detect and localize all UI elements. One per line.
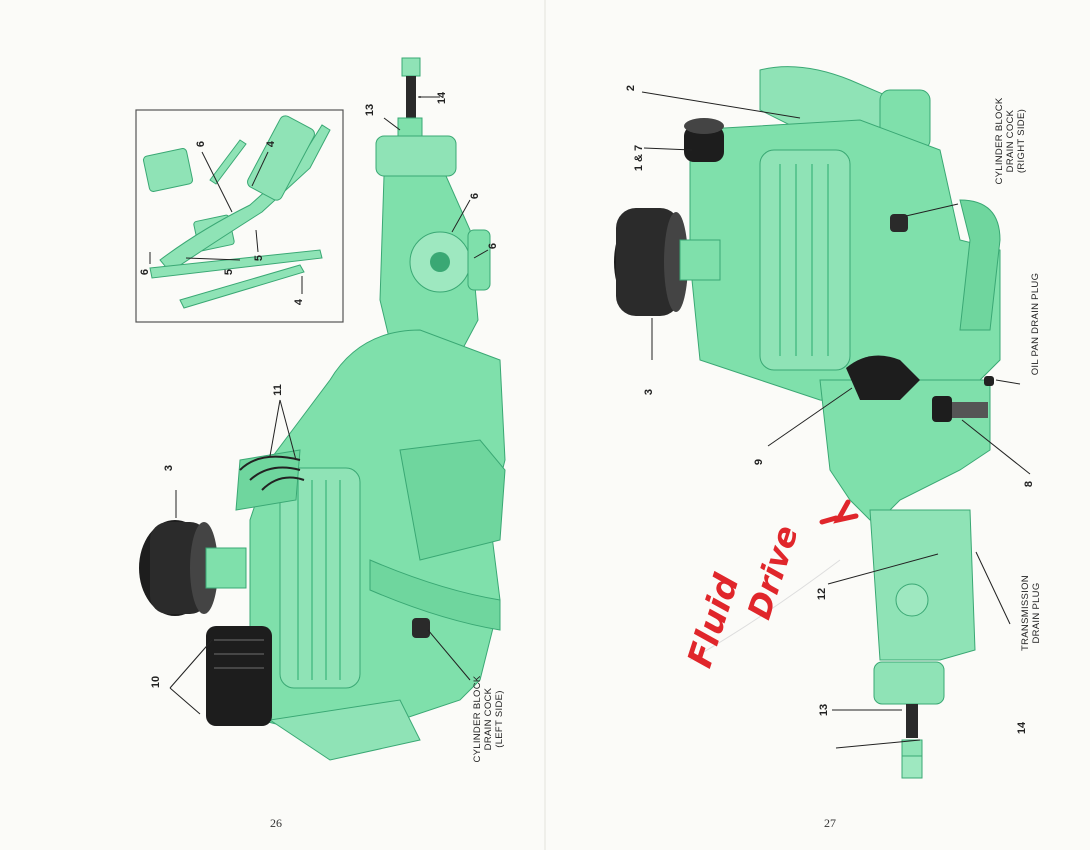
callout-11: 11 xyxy=(271,384,284,396)
transmission-drain-label: TRANSMISSION DRAIN PLUG xyxy=(1020,568,1042,658)
drain-cock-left-line2: DRAIN COCK xyxy=(483,687,494,751)
oil-pan-drain-label: OIL PAN DRAIN PLUG xyxy=(1030,264,1041,384)
callout-5-inset-b: 5 xyxy=(223,268,236,276)
callout-9: 9 xyxy=(753,458,766,466)
right-starter-parts xyxy=(846,355,994,422)
callout-3-left: 3 xyxy=(163,464,176,472)
right-engine-block xyxy=(689,119,1001,411)
callout-8: 8 xyxy=(1023,480,1036,488)
callout-14-right: 14 xyxy=(1016,721,1029,735)
callout-6-inset-b: 6 xyxy=(139,268,152,276)
drain-cock-left-label: CYLINDER BLOCK DRAIN COCK (LEFT SIDE) xyxy=(472,664,505,774)
callout-4-inset-a: 4 xyxy=(265,140,278,148)
left-air-cleaner xyxy=(139,520,247,616)
left-leader-lines xyxy=(149,96,489,715)
callout-1-and-7: 1 & 7 xyxy=(633,144,646,172)
spark-plug-wires xyxy=(239,455,305,491)
right-oil-filter xyxy=(684,118,724,162)
callout-6-inset-a: 6 xyxy=(195,140,208,148)
drain-cock-right-line2: DRAIN COCK xyxy=(1005,109,1016,173)
transmission-drain-line2: DRAIN PLUG xyxy=(1031,582,1042,644)
drain-cock-right-label: CYLINDER BLOCK DRAIN COCK (RIGHT SIDE) xyxy=(994,86,1027,196)
callout-5-inset-a: 5 xyxy=(253,254,266,262)
callout-10: 10 xyxy=(150,675,163,689)
pedal-linkage-drawing xyxy=(142,115,331,309)
pencil-line xyxy=(689,559,841,661)
left-generator xyxy=(206,626,272,726)
red-arrow-mark xyxy=(819,499,859,525)
right-air-cleaner xyxy=(614,208,721,316)
page-fold xyxy=(544,0,546,850)
left-engine-illustration xyxy=(135,57,506,761)
drain-cock-left-line1: CYLINDER BLOCK xyxy=(472,675,483,763)
callout-6-left-b: 6 xyxy=(487,242,500,250)
drain-cock-right-line3: (RIGHT SIDE) xyxy=(1016,108,1027,174)
callout-6-left-a: 6 xyxy=(469,192,482,200)
callout-4-inset-b: 4 xyxy=(293,298,306,306)
page-number-right: 27 xyxy=(824,816,836,830)
callout-12: 12 xyxy=(816,587,829,601)
right-leader-lines xyxy=(641,91,1031,749)
left-transmission xyxy=(375,57,491,351)
oil-pan-drain-text: OIL PAN DRAIN PLUG xyxy=(1030,272,1041,376)
callout-13-left: 13 xyxy=(364,103,377,117)
callout-14-left: 14 xyxy=(436,91,449,105)
callout-13-right: 13 xyxy=(818,703,831,717)
pedal-linkage-inset xyxy=(135,109,344,323)
callout-3-right: 3 xyxy=(643,388,656,396)
transmission-drain-line1: TRANSMISSION xyxy=(1020,575,1031,651)
drain-cock-right-line1: CYLINDER BLOCK xyxy=(994,97,1005,185)
right-engine-illustration xyxy=(614,66,1031,779)
callout-2: 2 xyxy=(625,84,638,92)
page-number-left: 26 xyxy=(270,816,282,830)
drain-cock-left-line3: (LEFT SIDE) xyxy=(494,690,505,748)
